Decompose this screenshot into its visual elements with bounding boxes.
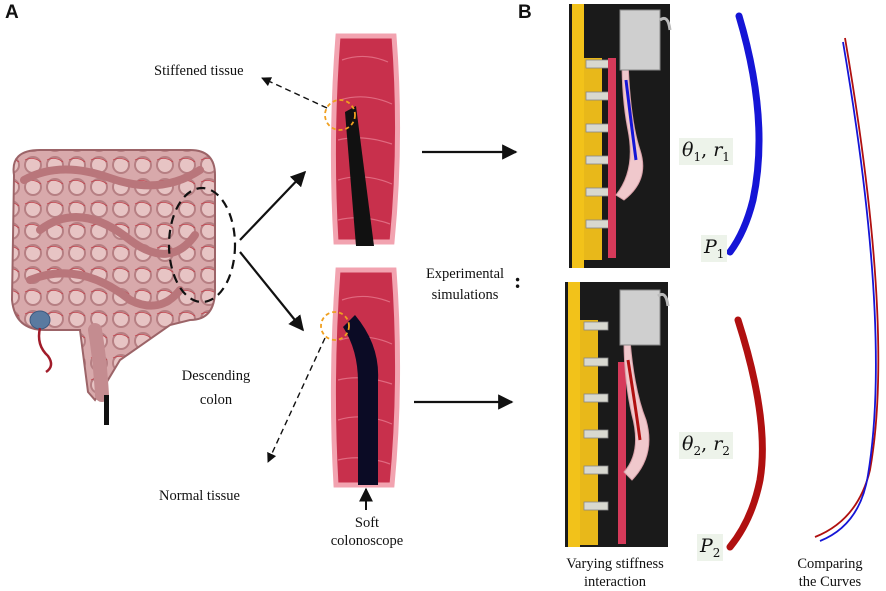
label-normal-tissue: Normal tissue	[159, 488, 240, 504]
arrow-to-stiffened	[239, 170, 307, 241]
label-theta2-r2: θ2, r2	[679, 432, 733, 459]
caption-varying-stiffness: Varying stiffness interaction	[566, 556, 664, 590]
panel-letter-b: B	[518, 2, 532, 23]
experiment-photo-bottom	[565, 282, 670, 547]
soft-colonoscope-bottom	[343, 315, 379, 485]
label-soft-colonoscope: Soft colonoscope	[330, 515, 404, 549]
label-theta1-r1: θ1, r1	[679, 138, 733, 165]
intestine-illustration	[10, 149, 216, 425]
comparison-curve-blue	[819, 41, 877, 542]
arrow-to-normal	[239, 251, 304, 332]
caption-comparing-curves: Comparing the Curves	[797, 556, 863, 590]
label-experimental-colon: :	[514, 268, 522, 293]
label-stiffened-tissue: Stiffened tissue	[154, 63, 244, 79]
arrow-stiffened-tissue	[261, 77, 328, 109]
panel-letter-a: A	[5, 2, 19, 23]
curve-p1	[726, 12, 763, 256]
colon-segment-stiffened	[324, 33, 401, 246]
label-p1: P1	[701, 235, 728, 262]
curve-p2	[726, 316, 766, 551]
label-descending-colon: Descending colon	[181, 368, 251, 408]
colon-segment-normal	[320, 267, 401, 488]
label-experimental-simulations: Experimental simulations	[425, 266, 505, 303]
comparison-curve-red	[814, 37, 880, 538]
label-p2: P2	[697, 534, 724, 561]
descending-colon-highlight	[167, 186, 237, 304]
experiment-photo-top	[569, 4, 672, 268]
arrow-normal-tissue	[267, 337, 326, 463]
soft-colonoscope-top	[345, 106, 374, 246]
